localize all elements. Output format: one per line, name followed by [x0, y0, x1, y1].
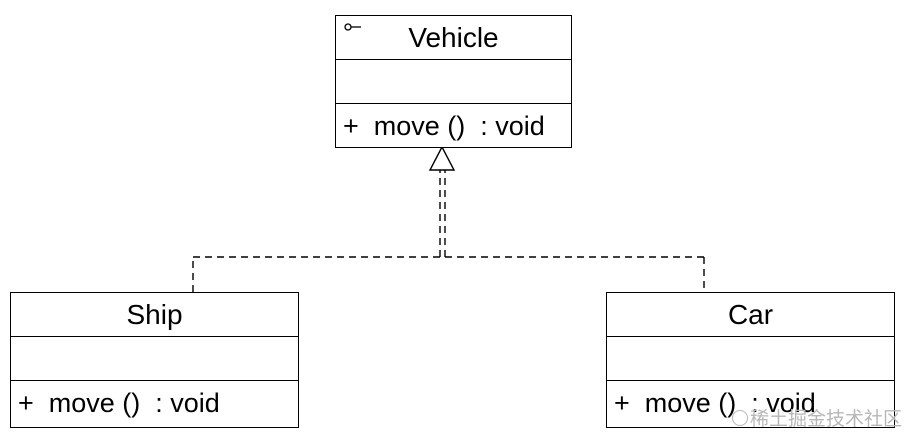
- ship-class-name: Ship: [126, 299, 183, 330]
- realization-arrowhead: [428, 145, 456, 171]
- car-operation-move: + move () : void: [614, 388, 816, 418]
- car-attributes-section: [607, 336, 894, 380]
- car-operations-section: + move () : void: [607, 380, 894, 424]
- ship-name-section: Ship: [11, 293, 298, 336]
- ship-operations-section: + move () : void: [11, 380, 298, 424]
- vehicle-name-section: Vehicle: [336, 16, 571, 59]
- car-class-name: Car: [727, 299, 774, 330]
- watermark: 稀土掘金技术社区: [731, 404, 902, 431]
- vehicle-operation-move: + move () : void: [343, 111, 545, 141]
- car-class-box[interactable]: Car + move () : void: [606, 292, 895, 428]
- ship-attributes-section: [11, 336, 298, 380]
- at-sign-icon: [731, 410, 748, 426]
- car-name-section: Car: [607, 293, 894, 336]
- watermark-text: 稀土掘金技术社区: [749, 409, 902, 430]
- ship-operation-move: + move () : void: [18, 388, 220, 418]
- vehicle-operations-section: + move () : void: [336, 103, 571, 147]
- vehicle-attributes-section: [336, 59, 571, 103]
- interface-lollipop-icon: [344, 23, 361, 31]
- vehicle-interface-box[interactable]: Vehicle + move () : void: [335, 15, 572, 148]
- ship-class-box[interactable]: Ship + move () : void: [10, 292, 299, 428]
- vehicle-class-name: Vehicle: [408, 22, 499, 53]
